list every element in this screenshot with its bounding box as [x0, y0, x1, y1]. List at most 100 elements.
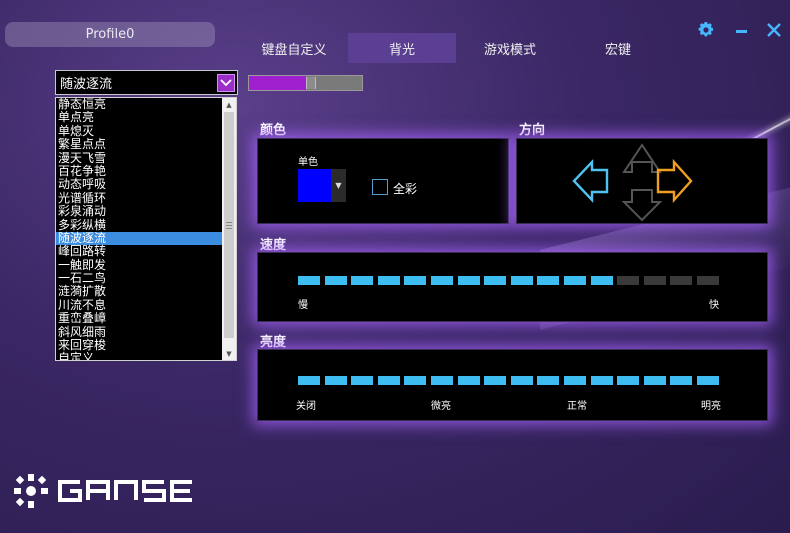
arrow-left-icon[interactable]	[572, 158, 609, 204]
speed-segment[interactable]	[298, 276, 320, 285]
speed-segment[interactable]	[377, 276, 400, 285]
effect-option[interactable]: 来回穿梭	[58, 338, 107, 353]
speed-segment[interactable]	[696, 276, 719, 285]
brightness-segment[interactable]	[377, 376, 400, 385]
speed-segment[interactable]	[430, 276, 453, 285]
effect-slider-thumb[interactable]	[305, 77, 316, 89]
speed-segment[interactable]	[563, 276, 586, 285]
speed-segment[interactable]	[537, 276, 560, 285]
single-color-label: 单色	[298, 157, 318, 168]
speed-max-label: 快	[709, 300, 719, 311]
brightness-label-bright: 明亮	[701, 401, 721, 412]
brightness-level-bar[interactable]	[298, 376, 724, 385]
logo-icon	[14, 474, 48, 508]
brightness-section-title: 亮度	[260, 335, 287, 350]
effect-option[interactable]: 多彩纵横	[58, 217, 107, 232]
direction-arrows	[572, 143, 693, 222]
effect-list-items: 静态恒亮单点亮单熄灭繁星点点漫天飞雪百花争艳动态呼吸光谱循环彩泉涌动多彩纵横随波…	[56, 97, 222, 361]
effect-option[interactable]: 重峦叠嶂	[58, 311, 107, 326]
effect-option[interactable]: 峰回路转	[58, 244, 107, 259]
tab-backlight[interactable]: 背光	[348, 33, 456, 63]
speed-segment[interactable]	[590, 276, 613, 285]
speed-segment[interactable]	[484, 276, 507, 285]
chevron-down-icon[interactable]: ▼	[331, 169, 346, 202]
effect-option[interactable]: 光谱循环	[58, 190, 107, 205]
effect-option[interactable]: 动态呼吸	[58, 177, 107, 192]
effect-dropdown[interactable]: 随波逐流	[55, 70, 238, 95]
speed-segment[interactable]	[404, 276, 427, 285]
full-color-checkbox[interactable]	[372, 179, 388, 195]
speed-segment[interactable]	[670, 276, 693, 285]
scroll-thumb[interactable]	[224, 112, 234, 338]
effect-option[interactable]: 漫天飞雪	[58, 150, 107, 165]
brightness-label-dim: 微亮	[431, 401, 451, 412]
close-icon[interactable]	[764, 20, 784, 40]
brightness-segment[interactable]	[696, 376, 719, 385]
scroll-down-icon[interactable]: ▼	[226, 349, 232, 358]
brightness-segment[interactable]	[537, 376, 560, 385]
gear-icon[interactable]	[696, 20, 716, 40]
effect-option[interactable]: 川流不息	[58, 297, 107, 312]
speed-segment[interactable]	[351, 276, 374, 285]
speed-segment[interactable]	[510, 276, 533, 285]
effect-option[interactable]: 百花争艳	[58, 163, 107, 178]
direction-section-title: 方向	[519, 123, 546, 138]
arrow-right-icon[interactable]	[656, 158, 693, 204]
tab-game-mode[interactable]: 游戏模式	[483, 42, 536, 58]
speed-panel: 慢 快	[257, 252, 768, 322]
brightness-segment[interactable]	[617, 376, 640, 385]
chevron-down-icon[interactable]	[217, 73, 235, 92]
brightness-segment[interactable]	[510, 376, 533, 385]
speed-section-title: 速度	[260, 238, 287, 253]
speed-segment[interactable]	[457, 276, 480, 285]
brightness-segment[interactable]	[404, 376, 427, 385]
brightness-label-off: 关闭	[296, 401, 316, 412]
effect-option[interactable]: 繁星点点	[58, 137, 107, 152]
speed-level-bar[interactable]	[298, 276, 724, 285]
brightness-segment[interactable]	[324, 376, 347, 385]
scroll-up-icon[interactable]: ▲	[226, 100, 232, 109]
effect-slider-fill	[249, 76, 306, 90]
color-section-title: 颜色	[260, 123, 287, 138]
effect-list: 静态恒亮单点亮单熄灭繁星点点漫天飞雪百花争艳动态呼吸光谱循环彩泉涌动多彩纵横随波…	[55, 97, 237, 361]
brightness-segment[interactable]	[590, 376, 613, 385]
brightness-segment[interactable]	[430, 376, 453, 385]
main-tabs: 键盘自定义 背光 游戏模式 宏键	[240, 33, 672, 63]
profile-name: Profile0	[85, 27, 135, 42]
brightness-segment[interactable]	[298, 376, 320, 385]
effect-option[interactable]: 斜风细雨	[58, 324, 107, 339]
tab-keyboard-custom[interactable]: 键盘自定义	[261, 42, 327, 58]
brightness-segment[interactable]	[484, 376, 507, 385]
single-color-picker[interactable]: ▼	[298, 169, 346, 202]
brightness-segment[interactable]	[457, 376, 480, 385]
speed-segment[interactable]	[643, 276, 666, 285]
minimize-icon[interactable]	[731, 20, 751, 40]
effect-option[interactable]: 彩泉涌动	[58, 204, 107, 219]
brightness-segment[interactable]	[670, 376, 693, 385]
arrow-up-icon[interactable]	[622, 143, 662, 173]
color-swatch[interactable]	[298, 169, 331, 202]
effect-option[interactable]: 涟漪扩散	[58, 284, 107, 299]
logo-wordmark	[58, 480, 192, 502]
brightness-segment[interactable]	[563, 376, 586, 385]
brand-logo	[12, 472, 196, 510]
tab-macro[interactable]: 宏键	[604, 42, 631, 58]
effect-option[interactable]: 单熄灭	[58, 123, 95, 138]
speed-min-label: 慢	[298, 300, 308, 311]
speed-segment[interactable]	[617, 276, 640, 285]
color-panel: 单色 ▼ 全彩	[257, 138, 509, 224]
effect-option[interactable]: 一石二鸟	[58, 271, 107, 286]
effect-option[interactable]: 随波逐流	[56, 231, 222, 246]
profile-selector[interactable]: Profile0	[5, 22, 215, 47]
effect-list-scrollbar[interactable]: ▲ ▼	[222, 98, 236, 360]
effect-option[interactable]: 单点亮	[58, 110, 95, 125]
effect-option[interactable]: 静态恒亮	[58, 97, 107, 111]
effect-option[interactable]: 一触即发	[58, 257, 107, 272]
brightness-segment[interactable]	[643, 376, 666, 385]
brightness-segment[interactable]	[351, 376, 374, 385]
arrow-down-icon[interactable]	[621, 189, 663, 222]
effect-slider[interactable]	[248, 75, 363, 91]
effect-option[interactable]: 自定义	[58, 351, 95, 361]
full-color-label: 全彩	[393, 182, 418, 196]
speed-segment[interactable]	[324, 276, 347, 285]
